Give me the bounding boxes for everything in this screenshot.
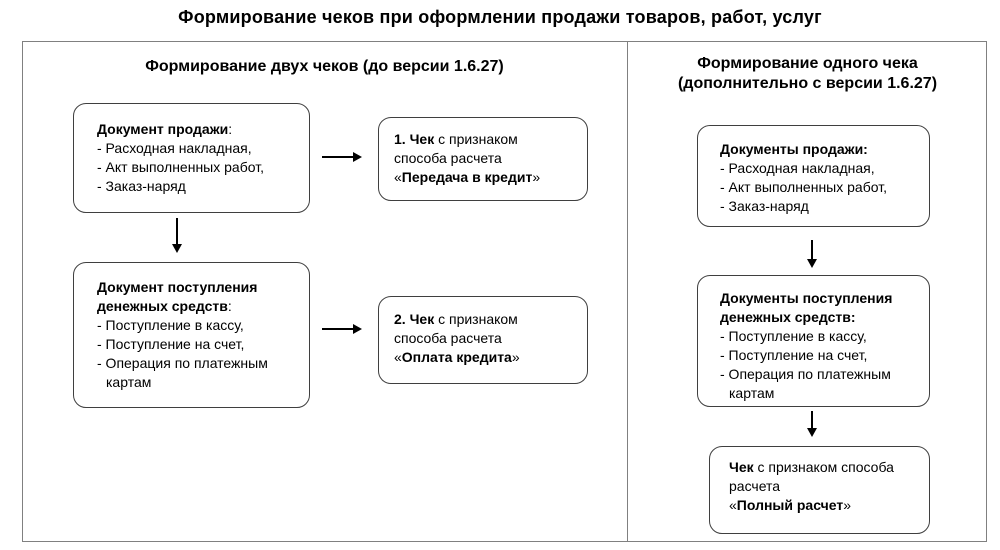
right-section-header: Формирование одного чека (дополнительно … [627,54,988,94]
down-arrow-icon [806,411,818,437]
list-item: - Операция по платежным [97,355,268,371]
list-item: - Поступление в кассу, [720,328,867,344]
node-text-line: Чек с признаком способа [729,459,894,475]
arrow-head [807,428,817,437]
section-divider [627,42,628,541]
arrow-shaft [811,411,813,429]
arrow-head [353,324,362,334]
list-item: - Акт выполненных работ, [720,179,887,195]
node-text-line: 1. Чек с признаком [394,131,518,147]
node-payment-document: Документ поступления денежных средств: -… [73,262,310,408]
node-text-line: способа расчета [394,330,502,346]
list-item: - Поступление в кассу, [97,317,244,333]
arrow-shaft [322,156,354,158]
node-title: денежных средств: [720,309,856,325]
list-item-continuation: картам [106,374,152,390]
list-item: - Акт выполненных работ, [97,159,264,175]
list-item-continuation: картам [729,385,775,401]
arrow-shaft [322,328,354,330]
arrow-shaft [176,218,178,245]
node-check-2: 2. Чек с признаком способа расчета «Опла… [378,296,588,384]
down-arrow-icon [806,240,818,268]
node-title: Документ продажи: [97,121,233,137]
list-item: - Поступление на счет, [720,347,868,363]
node-text-line: 2. Чек с признаком [394,311,518,327]
node-payment-documents: Документы поступления денежных средств: … [697,275,930,407]
page-title: Формирование чеков при оформлении продаж… [178,7,822,27]
node-title: Документы поступления [720,290,893,306]
left-section-header: Формирование двух чеков (до версии 1.6.2… [145,58,504,75]
node-title: денежных средств: [97,298,232,314]
list-item: - Заказ-наряд [720,198,809,214]
list-item: - Операция по платежным [720,366,891,382]
list-item: - Заказ-наряд [97,178,186,194]
node-check-1: 1. Чек с признаком способа расчета «Пере… [378,117,588,201]
node-text-line: «Передача в кредит» [394,169,541,185]
node-text-line: «Оплата кредита» [394,349,520,365]
node-sale-documents: Документы продажи: - Расходная накладная… [697,125,930,227]
right-arrow-icon [322,323,362,335]
list-item: - Расходная накладная, [97,140,252,156]
node-check-full: Чек с признаком способа расчета «Полный … [709,446,930,534]
right-section-header-line1: Формирование одного чека [697,55,918,72]
node-text-line: «Полный расчет» [729,497,852,513]
right-section-header-line2: (дополнительно с версии 1.6.27) [677,75,938,92]
list-item: - Расходная накладная, [720,160,875,176]
node-title: Документы продажи: [720,141,868,157]
list-item: - Поступление на счет, [97,336,245,352]
node-title: Документ поступления [97,279,258,295]
node-sale-document: Документ продажи: - Расходная накладная,… [73,103,310,213]
arrow-shaft [811,240,813,260]
right-arrow-icon [322,151,362,163]
node-text-line: расчета [729,478,781,494]
down-arrow-icon [171,218,183,253]
node-text-line: способа расчета [394,150,502,166]
arrow-head [353,152,362,162]
arrow-head [807,259,817,268]
arrow-head [172,244,182,253]
